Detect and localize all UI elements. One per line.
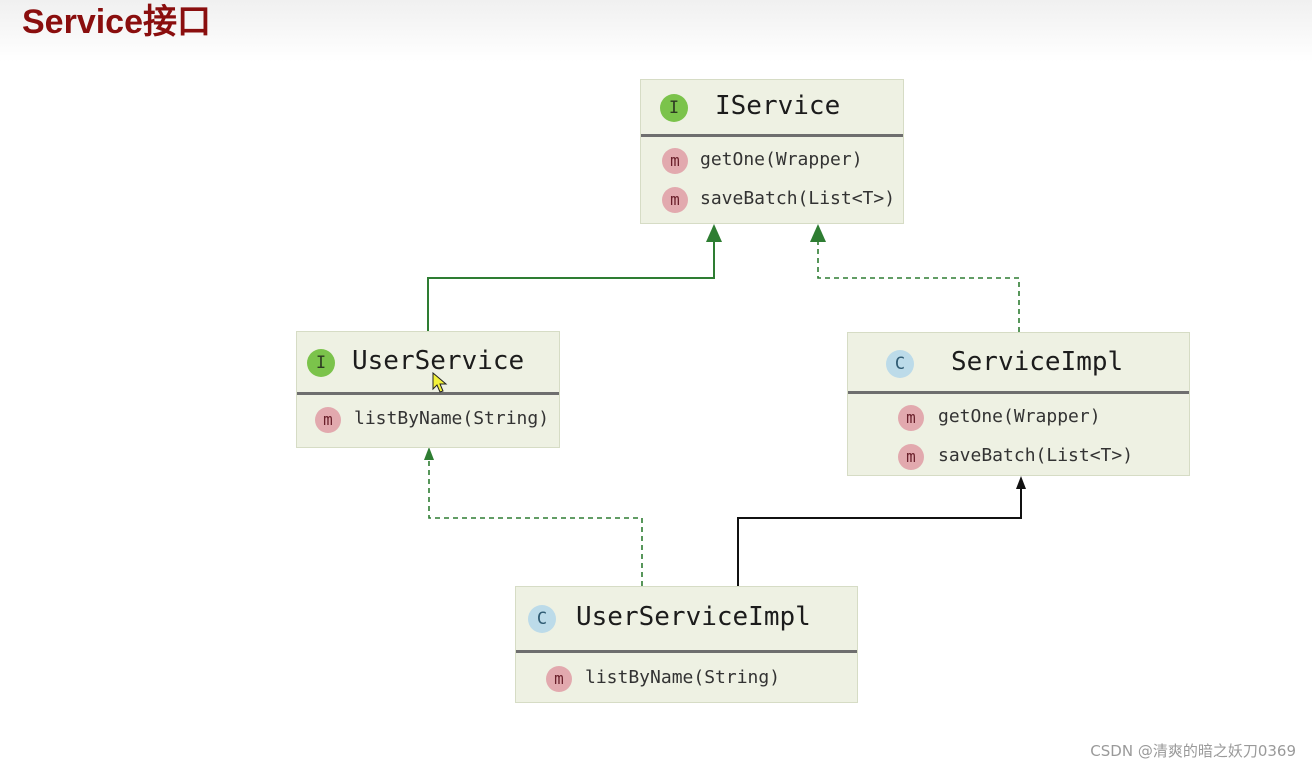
- userserviceimpl-name: UserServiceImpl: [576, 602, 811, 632]
- edge-userservice-to-iservice: [427, 224, 722, 332]
- userservice-header: I UserService: [297, 332, 559, 395]
- header-band: [0, 0, 1312, 62]
- userservice-name: UserService: [352, 346, 525, 376]
- userserviceimpl-header: C UserServiceImpl: [516, 587, 857, 653]
- edge-serviceimpl-to-iservice: [810, 224, 1020, 332]
- method-icon: m: [898, 405, 924, 431]
- class-icon: C: [528, 605, 556, 633]
- serviceimpl-node[interactable]: C ServiceImpl m getOne(Wrapper) m saveBa…: [847, 332, 1190, 476]
- edge-userserviceimpl-to-userservice: [424, 447, 643, 586]
- userservice-method-listbyname: listByName(String): [354, 408, 550, 429]
- method-icon: m: [546, 666, 572, 692]
- iservice-method-getone: getOne(Wrapper): [700, 149, 863, 170]
- mouse-cursor-icon: [432, 372, 448, 393]
- class-icon: C: [886, 350, 914, 378]
- method-icon: m: [662, 187, 688, 213]
- iservice-node[interactable]: I IService m getOne(Wrapper) m saveBatch…: [640, 79, 904, 224]
- serviceimpl-name: ServiceImpl: [951, 347, 1124, 377]
- interface-icon: I: [660, 94, 688, 122]
- iservice-header: I IService: [641, 80, 903, 137]
- method-icon: m: [898, 444, 924, 470]
- serviceimpl-method-getone: getOne(Wrapper): [938, 406, 1101, 427]
- interface-icon: I: [307, 349, 335, 377]
- slide-title: Service接口: [22, 3, 211, 41]
- method-icon: m: [662, 148, 688, 174]
- serviceimpl-method-savebatch: saveBatch(List<T>): [938, 445, 1134, 466]
- iservice-method-savebatch: saveBatch(List<T>): [700, 188, 896, 209]
- method-icon: m: [315, 407, 341, 433]
- iservice-name: IService: [715, 91, 841, 121]
- watermark: CSDN @清爽的暗之妖刀0369: [1090, 742, 1296, 760]
- serviceimpl-header: C ServiceImpl: [848, 333, 1189, 394]
- userservice-node[interactable]: I UserService m listByName(String): [296, 331, 560, 448]
- userserviceimpl-node[interactable]: C UserServiceImpl m listByName(String): [515, 586, 858, 703]
- userserviceimpl-method-listbyname: listByName(String): [585, 667, 781, 688]
- edge-userserviceimpl-to-serviceimpl: [737, 476, 1026, 586]
